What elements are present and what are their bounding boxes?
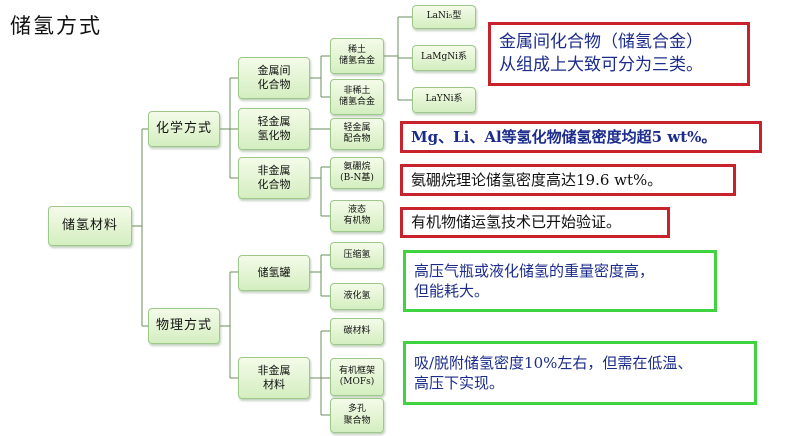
connector-chemical xyxy=(220,77,238,179)
node-layni: LaYNi系 xyxy=(412,87,476,113)
node-intermetallic: 金属间 化合物 xyxy=(238,57,310,99)
node-nonmetal-compound: 非金属 化合物 xyxy=(238,157,310,199)
note-light-metal: Mg、Li、Al等氢化物储氢密度均超5 wt%。 xyxy=(400,121,762,153)
connector-root xyxy=(132,128,148,327)
node-liquefied-hydrogen: 液化氢 xyxy=(330,283,384,310)
node-liquid-organic: 液态 有机物 xyxy=(330,200,384,232)
connector-intermetallic xyxy=(310,55,330,98)
note-ammonia-borane: 氨硼烷理论储氢密度高达19.6 wt%。 xyxy=(400,164,736,196)
node-lani5: LaNi₅型 xyxy=(412,5,476,29)
node-mofs: 有机框架 (MOFs) xyxy=(330,358,384,396)
note-liquid-organic: 有机物储运氢技术已开始验证。 xyxy=(400,207,670,238)
node-non-rare-earth-alloy: 非稀土 储氢合金 xyxy=(330,79,384,115)
node-lamgni: LaMgNi系 xyxy=(412,45,476,71)
note-tank: 高压气瓶或液化储氢的重量密度高， 但能耗大。 xyxy=(403,250,717,312)
root-node: 储氢材料 xyxy=(48,206,132,246)
connector-physical xyxy=(220,271,238,379)
connector-rare-earth xyxy=(384,16,412,101)
node-chemical: 化学方式 xyxy=(148,111,220,147)
node-physical: 物理方式 xyxy=(148,308,220,344)
node-tank: 储氢罐 xyxy=(238,255,310,291)
connector-nonmetal-material xyxy=(310,330,330,416)
node-light-metal-hydride: 轻金属 氢化物 xyxy=(238,108,310,150)
note-adsorption: 吸/脱附储氢密度10%左右，但需在低温、 高压下实现。 xyxy=(403,341,757,405)
node-porous-polymer: 多孔 聚合物 xyxy=(330,398,384,433)
node-carbon-material: 碳材料 xyxy=(330,318,384,345)
node-compressed-hydrogen: 压缩氢 xyxy=(330,242,384,269)
node-rare-earth-alloy: 稀土 储氢合金 xyxy=(330,38,384,74)
note-alloy: 金属间化合物（储氢合金） 从组成上大致可分为三类。 xyxy=(488,22,750,86)
node-ammonia-borane: 氨硼烷 (B-N基) xyxy=(330,157,384,189)
node-nonmetal-material: 非金属 材料 xyxy=(238,357,310,399)
slide-title: 储氢方式 xyxy=(10,14,102,38)
connector-nonmetal-compound xyxy=(310,166,330,217)
connector-tank xyxy=(310,254,330,297)
node-light-metal-complex: 轻金属 配合物 xyxy=(330,118,384,150)
